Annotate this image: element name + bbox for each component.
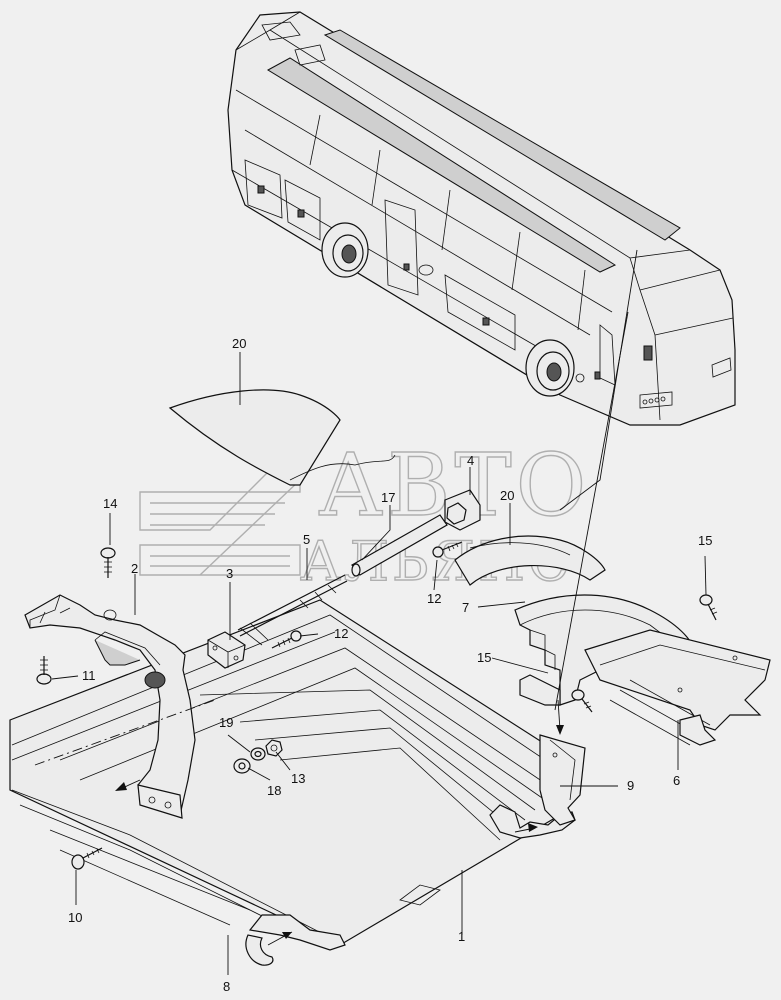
bus-rear-wheel [321,222,369,278]
screw-15-lower [571,689,593,713]
callout-5: 5 [303,532,310,547]
cover-20-lower [454,535,606,586]
callout-3: 3 [226,566,233,581]
centerline-2 [34,699,216,766]
leader-lines [51,249,707,975]
callout-labels: 20 4 17 20 14 5 15 2 3 12 7 12 15 11 19 … [68,336,712,994]
callout-20-upper: 20 [232,336,246,351]
callout-15-upper: 15 [698,533,712,548]
callout-20-lower: 20 [500,488,514,503]
callout-4: 4 [467,453,474,468]
screw-15-upper [699,594,718,621]
threaded-rod-5 [237,574,348,646]
bracket-2 [24,594,196,819]
nut-13 [265,739,283,757]
bus-illustration [227,11,736,426]
callout-6: 6 [673,773,680,788]
callout-17: 17 [381,490,395,505]
screw-14 [100,547,116,578]
cover-20-upper [168,389,396,486]
washer-18 [233,758,251,774]
screw-12-upper [432,541,463,558]
seal-8 [245,931,293,966]
callout-12-upper: 12 [427,591,441,606]
block-3 [207,631,246,669]
callout-18: 18 [267,783,281,798]
callout-19: 19 [219,715,233,730]
watermark-emblem [139,438,301,576]
callout-2: 2 [131,561,138,576]
callout-8: 8 [223,979,230,994]
channel-6 [584,629,771,746]
arrowhead-2 [115,782,127,791]
screw-11 [36,656,52,685]
callout-1: 1 [458,929,465,944]
callout-14: 14 [103,496,117,511]
callout-12-lower: 12 [334,626,348,641]
washer-19 [250,747,266,761]
callout-11: 11 [82,668,96,683]
callout-13: 13 [291,771,305,786]
callout-9: 9 [627,778,634,793]
screw-10 [71,847,103,870]
callout-15-lower: 15 [477,650,491,665]
tube-17 [351,514,448,577]
angle-strip-9 [539,734,586,826]
callout-10: 10 [68,910,82,925]
callout-7: 7 [462,600,469,615]
bus-front-wheel [525,339,575,397]
